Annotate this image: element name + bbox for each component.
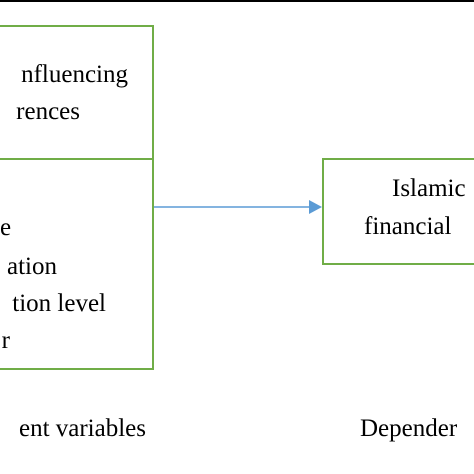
independent-box-line3: tion level (12, 290, 106, 317)
dependent-variable-box (322, 158, 474, 265)
influencing-box-line1: nfluencing (21, 61, 128, 88)
dependent-variables-label: Depender (360, 415, 458, 442)
independent-box-line1: e (0, 214, 12, 241)
dependent-box-line2: financial (364, 213, 452, 240)
influencing-box-line2: rences (16, 98, 80, 125)
top-border-line (0, 0, 474, 2)
independent-box-line2: ation (7, 253, 57, 280)
independent-variables-label: ent variables (18, 415, 146, 442)
dependent-box-line1: Islamic (392, 175, 466, 202)
independent-variables-box (0, 158, 154, 370)
independent-box-line4: r (1, 327, 10, 354)
arrow-head (309, 200, 322, 214)
